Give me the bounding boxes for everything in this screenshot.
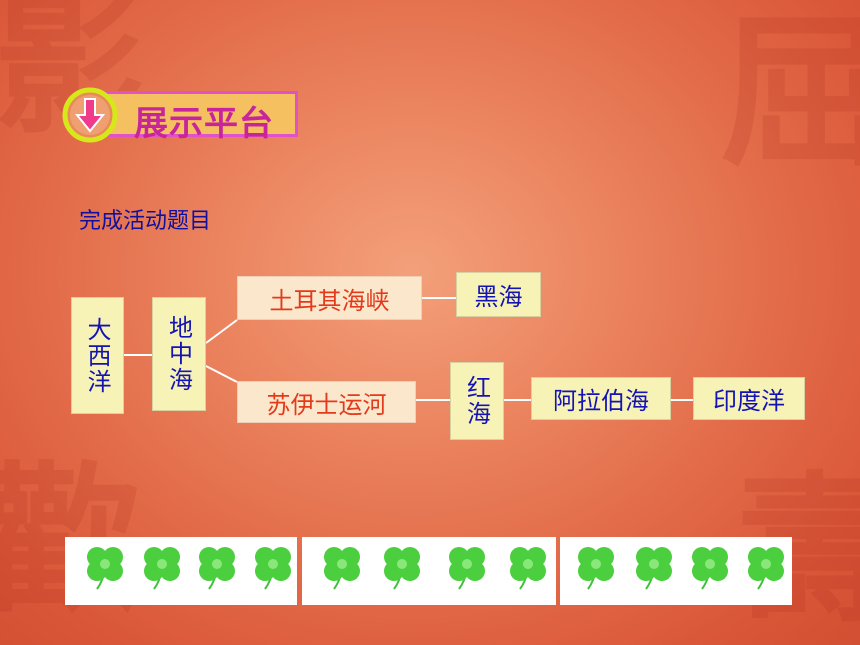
node-turkish-straits-label: 土耳其海峡 <box>269 286 390 315</box>
node-atlantic: 大西洋 <box>71 297 124 414</box>
clover-icon-group-1 <box>86 546 292 590</box>
down-arrow-icon[interactable] <box>62 87 118 143</box>
clover-icon-group-2 <box>323 546 547 590</box>
header-box <box>84 91 298 137</box>
node-indian-ocean-label: 印度洋 <box>713 387 785 415</box>
node-arabian-sea: 阿拉伯海 <box>531 377 671 420</box>
activity-instruction: 完成活动题目 <box>79 209 212 234</box>
node-indian-ocean: 印度洋 <box>693 377 805 420</box>
node-red-sea-label: 红海 <box>462 375 491 427</box>
page-title: 展示平台 <box>134 104 274 144</box>
node-suez-canal: 苏伊士运河 <box>237 381 416 423</box>
node-red-sea: 红海 <box>450 362 504 440</box>
clover-icon-group-3 <box>577 546 785 590</box>
node-atlantic-label: 大西洋 <box>83 316 111 395</box>
header: 展示平台 <box>62 87 302 144</box>
node-mediterranean: 地中海 <box>152 297 206 411</box>
watermark-top-right: 屈 <box>720 0 860 189</box>
node-mediterranean-label: 地中海 <box>164 315 193 393</box>
node-black-sea-label: 黑海 <box>474 283 523 311</box>
node-black-sea: 黑海 <box>456 272 541 317</box>
node-arabian-sea-label: 阿拉伯海 <box>553 387 649 415</box>
node-turkish-straits: 土耳其海峡 <box>237 276 422 320</box>
node-suez-canal-label: 苏伊士运河 <box>266 390 387 419</box>
